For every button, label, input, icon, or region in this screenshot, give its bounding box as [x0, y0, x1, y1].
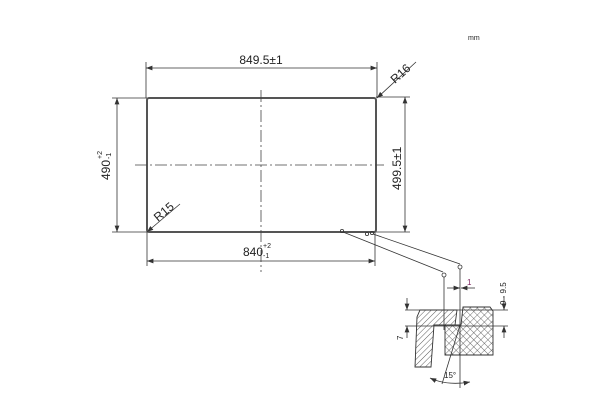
radius-r15: R15	[146, 199, 181, 233]
right-height-dimension: 499.5±1	[376, 96, 410, 233]
top-width-label: 849.5±1	[239, 53, 283, 67]
offset-label: 1	[467, 278, 472, 287]
bottom-tol-minus: -1	[263, 253, 269, 260]
bottom-width-dimension: 840 +2 -1	[146, 232, 376, 266]
left-height-dimension: 490 +2 -1	[97, 97, 147, 233]
sink-rim-section	[444, 306, 494, 356]
left-height-label: 490	[99, 160, 113, 180]
detail-leaders	[339, 228, 463, 278]
bottom-tol-plus: +2	[263, 243, 271, 250]
angle-label: 15°	[444, 371, 456, 380]
r16-label: R16	[388, 61, 414, 86]
right-height-label: 499.5±1	[390, 146, 404, 190]
depth-label: 7	[396, 335, 405, 340]
countertop-section	[414, 309, 458, 368]
top-width-dimension: 849.5±1	[145, 53, 378, 98]
left-tol-plus: +2	[97, 151, 104, 159]
units-label: mm	[468, 35, 480, 42]
left-tol-minus: -1	[106, 153, 113, 159]
section-detail: 1 9 - 9.5 7 15°	[396, 269, 508, 388]
r15-label: R15	[151, 199, 177, 224]
bottom-width-label: 840	[243, 245, 263, 259]
radius-r16: R16	[376, 61, 417, 99]
thickness-label: 9 - 9.5	[499, 282, 508, 305]
